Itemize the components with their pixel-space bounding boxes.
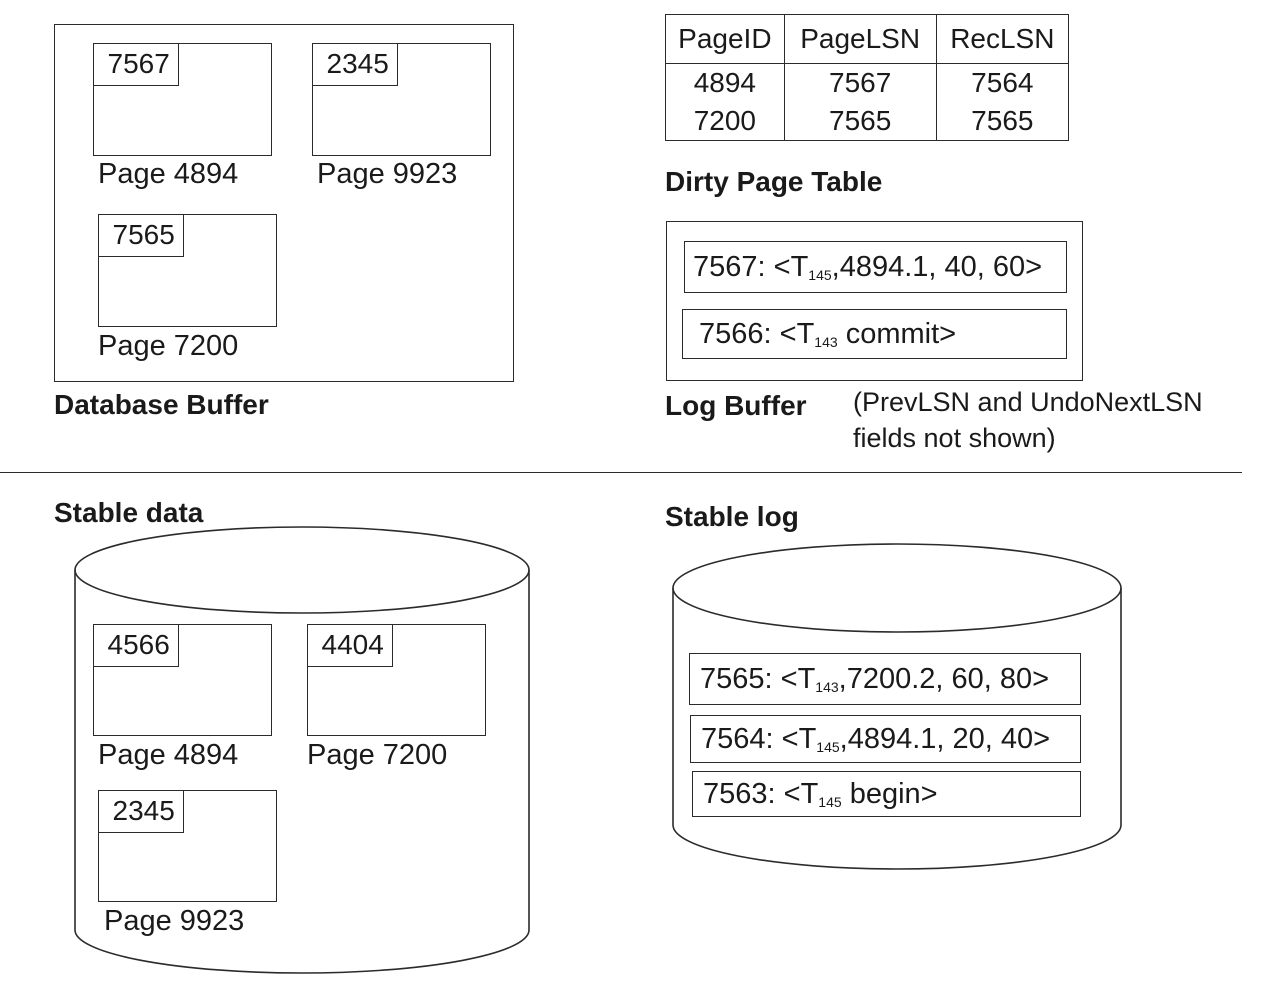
record-body: ,4894.1, 40, 60> [831, 251, 1043, 283]
record-lsn: 7565 [700, 663, 765, 695]
buffer-page-4894: 7567 [92, 42, 272, 156]
dirty-page-table: PageID PageLSN RecLSN 4894 7567 7564 720… [665, 14, 1069, 141]
table-cell: 7200 [693, 105, 756, 136]
column-header: RecLSN [935, 14, 1069, 64]
transaction-id: 143 [815, 679, 839, 695]
table-cell: 7565 [935, 102, 1069, 141]
stable-page-4894: 4566 [92, 623, 272, 736]
record-body: ,4894.1, 20, 40> [839, 723, 1051, 755]
log-record: 7565: <T143,7200.2, 60, 80> [689, 653, 1081, 705]
stable-page-9923: 2345 [97, 789, 277, 902]
record-prefix: <T [780, 663, 816, 695]
page-lsn: 7565 [97, 213, 184, 257]
log-record: 7566: <T143 commit> [682, 309, 1067, 359]
table-header-row: PageID PageLSN RecLSN [665, 14, 1069, 64]
page-lsn: 7567 [92, 42, 179, 86]
page-lsn: 4404 [306, 623, 393, 667]
transaction-id: 145 [816, 739, 840, 755]
page-lsn: 2345 [311, 42, 398, 86]
dirty-page-table-label: Dirty Page Table [665, 166, 883, 197]
record-prefix: <T [779, 318, 815, 350]
buffer-page-9923: 2345 [311, 42, 491, 156]
record-body: begin> [841, 778, 938, 810]
log-buffer-note: (PrevLSN and UndoNextLSN [853, 387, 1203, 417]
record-prefix: <T [773, 251, 809, 283]
table-cell: 7565 [783, 102, 937, 141]
record-body: ,7200.2, 60, 80> [838, 663, 1050, 695]
log-buffer-label: Log Buffer [665, 390, 807, 421]
log-record: 7567: <T145,4894.1, 40, 60> [684, 241, 1067, 293]
table-cell: 4894 [693, 67, 756, 98]
column-header: PageID [665, 14, 785, 64]
transaction-id: 145 [808, 267, 832, 283]
record-lsn: 7567 [693, 251, 758, 283]
log-record: 7563: <T145 begin> [692, 771, 1081, 817]
column-header: PageLSN [783, 14, 937, 64]
page-lsn: 4566 [92, 623, 179, 667]
log-record: 7564: <T145,4894.1, 20, 40> [690, 715, 1081, 763]
volatile-stable-divider [0, 472, 1242, 473]
page-label: Page 4894 [98, 158, 239, 190]
page-label: Page 9923 [317, 158, 458, 190]
table-row: 7200 7565 7565 [666, 102, 1069, 141]
database-buffer-label: Database Buffer [54, 389, 269, 420]
page-label: Page 7200 [307, 739, 448, 771]
stable-log-label: Stable log [665, 501, 799, 532]
transaction-id: 145 [818, 794, 842, 810]
page-label: Page 4894 [98, 739, 239, 771]
record-prefix: <T [783, 778, 819, 810]
stable-page-7200: 4404 [306, 623, 486, 736]
record-lsn: 7563 [703, 778, 768, 810]
log-buffer-note: fields not shown) [853, 423, 1056, 453]
transaction-id: 143 [814, 334, 838, 350]
table-row: 4894 7567 7564 [666, 63, 1069, 102]
record-prefix: <T [781, 723, 817, 755]
record-lsn: 7564 [701, 723, 766, 755]
page-label: Page 7200 [98, 330, 239, 362]
record-body: commit> [837, 318, 957, 350]
page-label: Page 9923 [104, 905, 245, 937]
table-cell: 7567 [783, 63, 937, 102]
stable-data-label: Stable data [54, 497, 204, 528]
buffer-page-7200: 7565 [97, 213, 277, 327]
record-lsn: 7566 [699, 318, 764, 350]
table-cell: 7564 [935, 63, 1069, 102]
page-lsn: 2345 [97, 789, 184, 833]
